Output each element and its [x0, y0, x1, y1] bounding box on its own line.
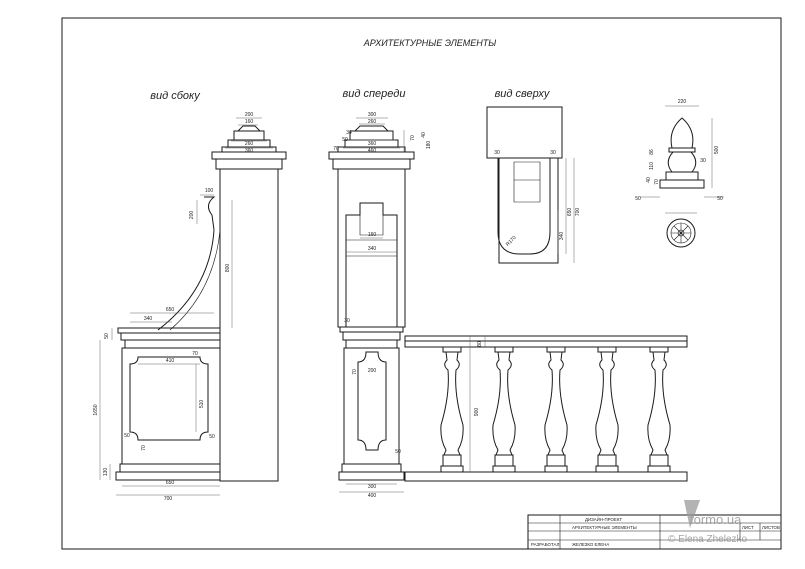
view-title-front: вид спереди [343, 88, 406, 100]
balustrade: 80 900 [404, 335, 688, 482]
svg-text:360: 360 [368, 141, 377, 147]
svg-text:410: 410 [166, 358, 175, 364]
svg-text:800: 800 [225, 264, 231, 273]
watermark: formo.ua © Elena Zhelezko [668, 500, 748, 545]
svg-text:30: 30 [494, 150, 500, 156]
svg-text:220: 220 [678, 99, 687, 105]
svg-text:260: 260 [245, 141, 254, 147]
svg-text:ЖЕЛЕЗКО ЕЛЕНА: ЖЕЛЕЗКО ЕЛЕНА [572, 542, 609, 547]
svg-text:70: 70 [352, 369, 358, 375]
svg-text:34: 34 [346, 130, 352, 136]
svg-text:340: 340 [368, 246, 377, 252]
svg-text:460: 460 [368, 148, 377, 154]
svg-text:50: 50 [635, 196, 641, 202]
svg-text:510: 510 [199, 400, 205, 409]
svg-text:400: 400 [368, 493, 377, 499]
baluster [595, 346, 619, 473]
svg-text:200: 200 [189, 211, 195, 220]
svg-text:700: 700 [575, 208, 581, 217]
view-title-top: вид сверху [495, 88, 551, 100]
svg-text:40: 40 [646, 177, 652, 183]
svg-text:70: 70 [410, 135, 416, 141]
svg-text:650: 650 [166, 307, 175, 313]
svg-text:70: 70 [192, 351, 198, 357]
svg-text:110: 110 [649, 162, 655, 170]
svg-text:70: 70 [141, 445, 147, 451]
svg-text:180: 180 [426, 141, 432, 150]
svg-text:РАЗРАБОТАЛ: РАЗРАБОТАЛ [531, 542, 560, 547]
svg-text:30: 30 [550, 150, 556, 156]
finial-detail: 220 500 30 86 110 40 70 50 50 [635, 99, 724, 248]
svg-text:ДИЗАЙН-ПРОЕКТ: ДИЗАЙН-ПРОЕКТ [585, 517, 622, 522]
formo-logo-icon [684, 500, 700, 528]
top-view: 30 30 650 700 340 R170 [486, 106, 581, 264]
svg-text:30: 30 [700, 158, 706, 164]
svg-text:70: 70 [654, 179, 660, 185]
svg-text:160: 160 [368, 232, 377, 238]
svg-text:700: 700 [164, 496, 173, 502]
svg-text:ЛИСТОВ: ЛИСТОВ [762, 525, 780, 530]
svg-text:650: 650 [567, 208, 573, 217]
baluster [440, 346, 464, 473]
baluster [492, 346, 516, 473]
svg-text:200: 200 [368, 368, 377, 374]
svg-text:70: 70 [333, 146, 339, 152]
svg-text:650: 650 [166, 480, 175, 486]
sheet-frame [61, 17, 782, 550]
svg-text:50: 50 [342, 137, 348, 143]
svg-text:100: 100 [205, 188, 214, 194]
drawing-title: АРХИТЕКТУРНЫЕ ЭЛЕМЕНТЫ [363, 38, 497, 48]
title-block: ДИЗАЙН-ПРОЕКТ АРХИТЕКТУРНЫЕ ЭЛЕМЕНТЫ ЛИС… [527, 514, 782, 550]
svg-text:АРХИТЕКТУРНЫЕ ЭЛЕМЕНТЫ: АРХИТЕКТУРНЫЕ ЭЛЕМЕНТЫ [572, 525, 637, 530]
svg-text:50: 50 [395, 449, 401, 455]
svg-text:ЛИСТ: ЛИСТ [742, 525, 754, 530]
svg-text:340: 340 [559, 232, 565, 241]
svg-text:300: 300 [368, 484, 377, 490]
svg-text:200: 200 [245, 112, 254, 118]
svg-text:130: 130 [103, 468, 109, 477]
svg-text:260: 260 [368, 119, 377, 125]
svg-text:340: 340 [144, 316, 153, 322]
svg-text:80: 80 [477, 341, 483, 347]
svg-text:900: 900 [474, 408, 480, 417]
front-view: 300 260 360 460 34 50 70 40 70 180 160 3… [328, 112, 432, 499]
baluster [544, 346, 568, 473]
svg-text:40: 40 [421, 132, 427, 138]
svg-text:500: 500 [714, 146, 720, 155]
svg-text:50: 50 [717, 196, 723, 202]
svg-text:50: 50 [124, 433, 130, 439]
svg-text:50: 50 [104, 333, 110, 339]
svg-text:300: 300 [368, 112, 377, 118]
svg-text:50: 50 [209, 434, 215, 440]
watermark-brand: formo.ua [690, 512, 742, 527]
svg-text:R170: R170 [505, 235, 518, 248]
svg-text:360: 360 [245, 148, 254, 154]
svg-text:30: 30 [344, 318, 350, 324]
view-title-side: вид сбоку [150, 90, 201, 102]
side-view: 200 160 260 360 100 200 800 650 340 50 1… [93, 112, 287, 502]
svg-text:1650: 1650 [93, 404, 99, 415]
svg-text:86: 86 [649, 149, 655, 155]
watermark-credit: © Elena Zhelezko [668, 534, 748, 545]
svg-text:160: 160 [245, 119, 254, 125]
baluster [647, 346, 671, 473]
